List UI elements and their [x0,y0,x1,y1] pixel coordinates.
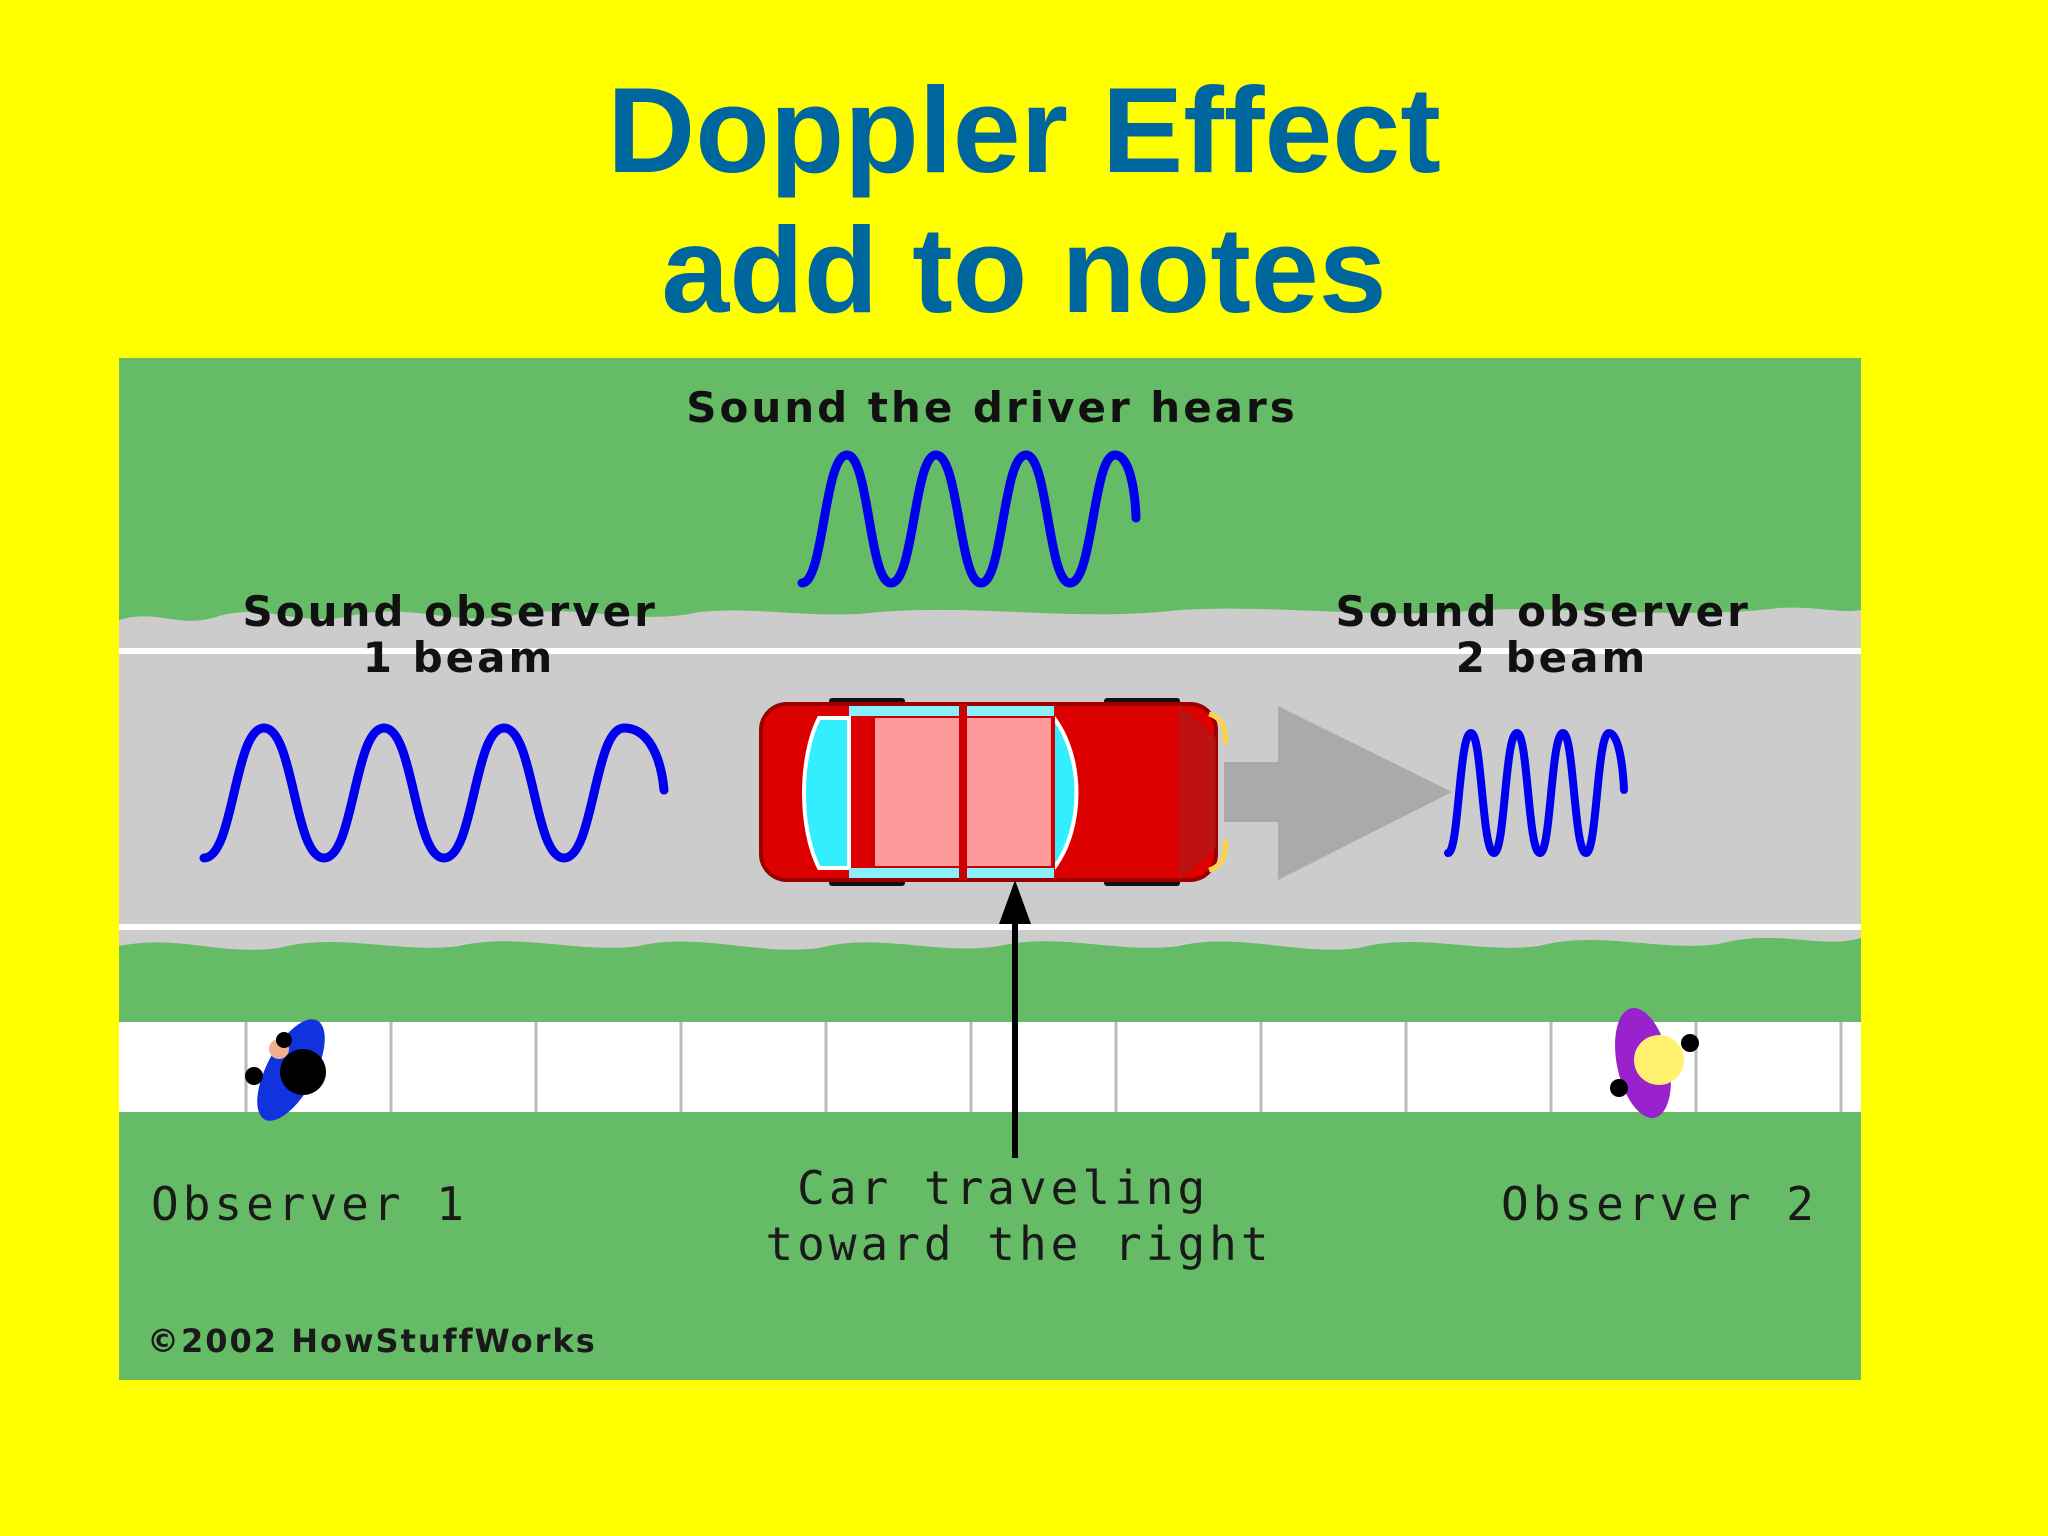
road-line-bottom [119,924,1861,930]
label-observer2-beam-line1: Sound observer [1336,587,1751,636]
title-line-1: Doppler Effect [607,62,1441,198]
sidewalk [119,1022,1861,1112]
car-pointer-arrow [999,880,1031,1158]
label-observer1-beam-line1: Sound observer [243,587,658,636]
label-observer2-beam: Sound observer 2 beam [1336,587,1769,682]
label-observer2: Observer 2 [1501,1177,1818,1231]
label-observer1-beam-line2: 1 beam [363,633,556,682]
label-observer1: Observer 1 [151,1177,468,1231]
observer1-wave [199,723,669,863]
road-line-top [119,648,1861,654]
title-line-2: add to notes [661,202,1387,338]
observer1-figure [245,1019,326,1121]
diagram-svg: Sound the driver hears Sound observer 1 … [119,358,1861,1380]
car [759,698,1228,886]
copyright-label: ©2002 HowStuffWorks [147,1322,597,1360]
label-car-line1: Car traveling [797,1161,1209,1215]
slide-title: Doppler Effect add to notes [0,60,2048,340]
label-observer2-beam-line2: 2 beam [1456,633,1649,682]
motion-arrow [1224,706,1452,880]
label-car-line2: toward the right [765,1217,1272,1271]
observer2-figure [1610,1007,1699,1119]
label-driver-hears: Sound the driver hears [686,383,1298,432]
label-observer1-beam: Sound observer 1 beam [243,587,676,682]
doppler-diagram: Sound the driver hears Sound observer 1 … [119,358,1861,1380]
label-car-traveling: Car traveling toward the right [765,1161,1272,1271]
observer2-wave [1444,728,1628,858]
driver-wave [797,450,1141,588]
